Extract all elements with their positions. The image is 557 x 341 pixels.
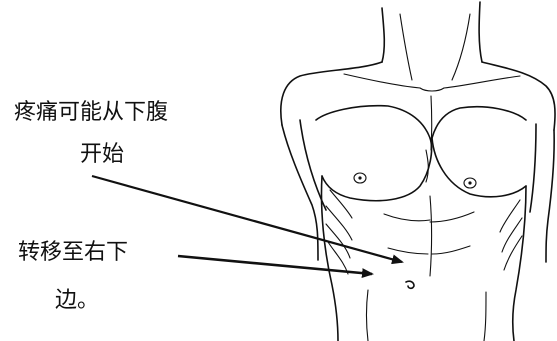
nipples: [353, 172, 477, 189]
pain-start-label-line1: 疼痛可能从下腹: [14, 100, 169, 125]
arrow-pain-move: [177, 254, 374, 279]
torso-sides: [320, 175, 527, 341]
collarbones: [343, 73, 521, 92]
ribs: [325, 189, 523, 275]
chest: [315, 95, 527, 202]
arms: [281, 119, 555, 263]
pain-move-label-line1: 转移至右下: [18, 240, 129, 265]
arrow-pain-start: [91, 174, 404, 265]
pain-move-label-line2: 边。: [55, 288, 100, 313]
shoulders: [280, 61, 556, 131]
navel: [405, 280, 415, 290]
neck: [381, 1, 483, 81]
pain-start-label-line2: 开始: [80, 142, 125, 167]
abdomen: [365, 195, 487, 341]
